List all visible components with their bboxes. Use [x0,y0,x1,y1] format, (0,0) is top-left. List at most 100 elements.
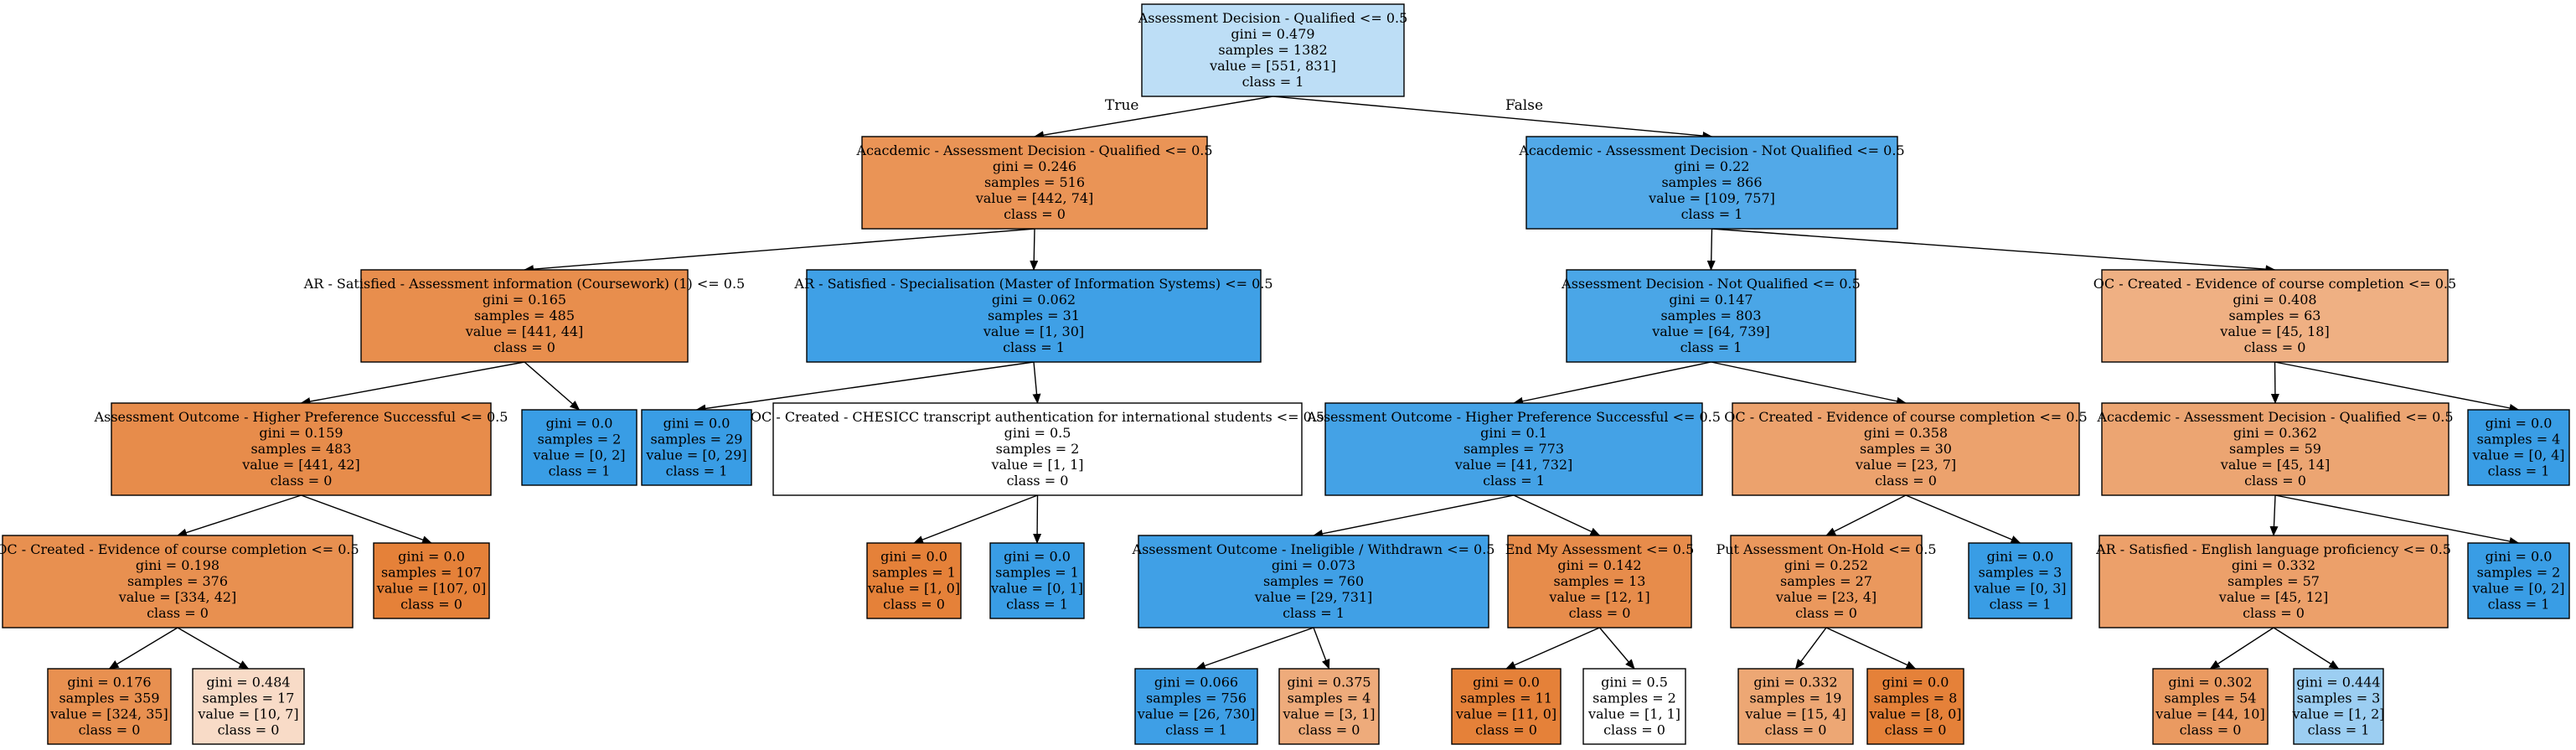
tree-node-line: gini = 0.0 [1987,549,2054,565]
tree-node-line: Assessment Decision - Qualified <= 0.5 [1138,10,1408,26]
tree-node-line: value = [1, 30] [983,323,1084,339]
tree-node-line: value = [0, 1] [990,581,1083,597]
tree-node-line: class = 0 [493,339,555,355]
tree-node-line: class = 0 [1603,722,1665,738]
tree-node-line: value = [0, 29] [645,447,746,463]
tree-node-28: OC - Created - Evidence of course comple… [2093,269,2456,363]
tree-node-line: gini = 0.0 [663,416,730,432]
tree-node-line: value = [0, 2] [532,447,625,463]
tree-node-11: OC - Created - CHESICC transcript authen… [751,402,1324,496]
tree-node-line: class = 0 [400,597,462,613]
tree-node-line: samples = 483 [250,441,351,457]
tree-node-line: samples = 1 [872,565,956,581]
tree-edge-16-17 [1313,494,1515,538]
tree-node-line: gini = 0.062 [992,292,1076,308]
tree-edge-17-18 [1195,627,1314,670]
tree-edge-16-20 [1513,494,1601,536]
tree-edge-9-10 [695,361,1035,413]
tree-node-line: samples = 11 [1460,691,1552,706]
tree-node-line: class = 0 [2244,473,2306,489]
tree-edge-29-33 [2274,494,2520,546]
tree-node-line: AR - Satisfied - Assessment information … [303,276,745,292]
tree-edge-0-14 [1273,96,1713,140]
tree-node-line: gini = 0.408 [2233,292,2316,308]
tree-node-box [1866,668,1964,745]
nodes-layer: Assessment Decision - Qualified <= 0.5 gi… [0,3,2570,745]
tree-node-line: gini = 0.484 [206,675,290,691]
tree-node-line: class = 0 [2244,339,2306,355]
tree-node-17: Assessment Outcome - Ineligible / Withdr… [1132,535,1495,628]
tree-node-line: class = 0 [1475,722,1537,738]
tree-node-line: value = [41, 732] [1454,457,1573,473]
tree-node-line: value = [45, 12] [2218,589,2328,605]
tree-node-16: Assessment Outcome - Higher Preference S… [1306,402,1721,496]
tree-node-line: gini = 0.5 [1004,425,1071,441]
tree-node-line: class = 1 [1483,473,1545,489]
tree-node-line: value = [23, 4] [1775,589,1877,605]
tree-node-line: value = [64, 739] [1651,323,1770,339]
tree-node-box [1737,668,1854,745]
edges-layer [108,96,2520,670]
tree-node-2: AR - Satisfied - Assessment information … [303,269,745,363]
tree-node-line: class = 0 [1569,605,1631,621]
tree-node-line: gini = 0.5 [1601,675,1668,691]
tree-node-line: class = 0 [147,605,209,621]
tree-node-line: value = [0, 2] [2471,581,2564,597]
tree-node-box [1138,535,1489,628]
tree-node-line: value = [10, 7] [197,706,298,722]
tree-node-box [1451,668,1562,745]
tree-node-line: samples = 803 [1660,308,1761,323]
tree-node-box [373,542,490,619]
tree-node-line: class = 1 [1165,722,1227,738]
tree-node-line: samples = 2 [996,441,1080,457]
tree-node-line: value = [12, 1] [1548,589,1649,605]
tree-node-4: OC - Created - Evidence of course comple… [0,535,359,628]
tree-node-line: Assessment Outcome - Ineligible / Withdr… [1132,541,1495,557]
tree-node-line: samples = 359 [59,691,159,706]
tree-node-line: gini = 0.302 [2168,675,2252,691]
tree-node-line: value = [107, 0] [376,581,486,597]
tree-node-line: samples = 376 [127,573,228,589]
tree-node-line: Assessment Outcome - Higher Preference S… [94,409,508,425]
tree-node-box [360,269,689,363]
tree-edge-14-15 [1706,228,1716,271]
tree-node-line: gini = 0.0 [398,549,465,565]
tree-node-line: samples = 30 [1860,441,1952,457]
tree-node-line: samples = 19 [1750,691,1842,706]
tree-node-1: Acacdemic - Assessment Decision - Qualif… [855,136,1213,230]
tree-edge-3-7 [301,494,432,544]
tree-node-30: AR - Satisfied - English language profic… [2095,535,2451,628]
tree-node-line: gini = 0.362 [2233,425,2317,441]
tree-edge-4-5 [108,627,178,670]
tree-node-29: Acacdemic - Assessment Decision - Qualif… [2096,402,2454,496]
tree-node-line: class = 1 [549,463,611,479]
tree-node-line: class = 0 [271,473,333,489]
tree-node-box [192,668,305,745]
tree-node-box [1566,269,1856,363]
tree-node-line: value = [0, 3] [1973,581,2066,597]
tree-node-box [2467,409,2570,486]
tree-node-line: gini = 0.0 [2486,416,2553,432]
tree-node-line: value = [15, 4] [1744,706,1846,722]
edge-label-true: True [1105,97,1138,114]
tree-node-line: OC - Created - Evidence of course comple… [1724,409,2087,425]
tree-node-box [1507,535,1692,628]
tree-node-line: Assessment Decision - Not Qualified <= 0… [1561,276,1861,292]
tree-node-line: samples = 3 [1979,565,2062,581]
tree-node-9: AR - Satisfied - Specialisation (Master … [793,269,1273,363]
tree-edge-2-8 [524,361,581,411]
tree-edge-15-16 [1513,361,1711,406]
tree-node-box [2101,269,2449,363]
